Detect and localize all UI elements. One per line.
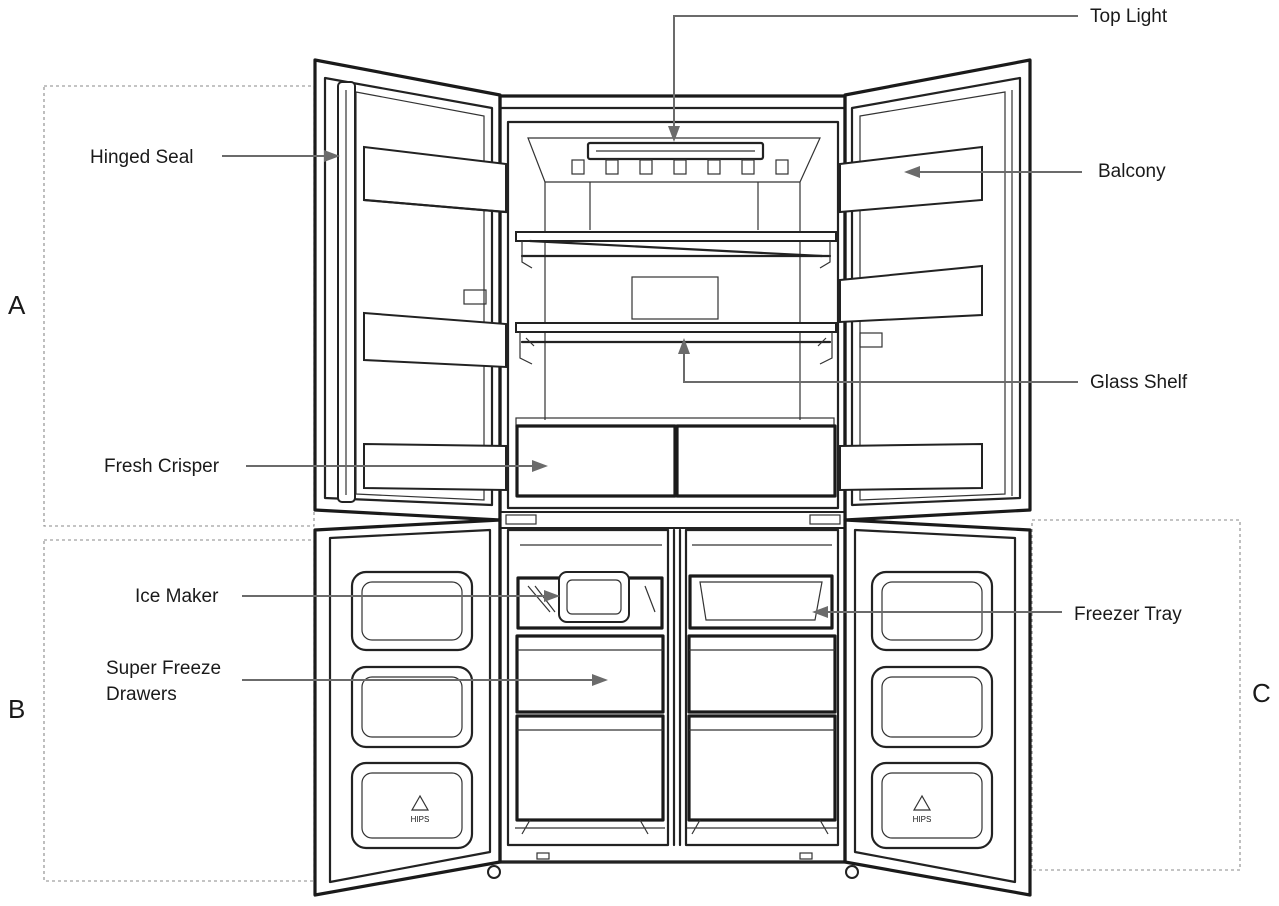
label-freezer-tray: Freezer Tray [1074, 604, 1182, 625]
section-label-a: A [8, 290, 26, 320]
left-door-recycle-mark: HIPS [411, 815, 430, 824]
refrigerator-cabinet [487, 94, 859, 879]
glass-shelves [515, 231, 837, 365]
section-c-boundary [1031, 519, 1241, 871]
right-door-recycle-mark: HIPS [913, 815, 932, 824]
label-balcony: Balcony [1098, 161, 1166, 182]
left-fridge-door [313, 58, 502, 522]
fresh-crisper-drawers [515, 417, 837, 498]
label-super-freeze-line1: Super Freeze [106, 658, 221, 679]
label-super-freeze-line2: Drawers [106, 684, 177, 705]
freezer-tray-unit [688, 574, 834, 630]
section-a-boundary [43, 85, 315, 527]
label-top-light: Top Light [1090, 6, 1168, 27]
left-door-balconies [362, 145, 508, 492]
label-fresh-crisper: Fresh Crisper [104, 456, 220, 477]
left-freezer-door: HIPS [313, 518, 502, 897]
label-hinged-seal: Hinged Seal [90, 147, 194, 168]
right-door-balconies [839, 145, 983, 492]
super-freeze-drawers [515, 634, 837, 835]
right-fridge-door [843, 58, 1032, 522]
section-label-b: B [8, 694, 25, 724]
right-freezer-door: HIPS [843, 518, 1032, 897]
leader-arrows [222, 15, 1082, 686]
label-glass-shelf: Glass Shelf [1090, 372, 1188, 393]
ice-maker-unit [516, 571, 664, 630]
section-label-c: C [1252, 678, 1271, 708]
top-light-fixture [571, 141, 789, 175]
label-ice-maker: Ice Maker [135, 586, 219, 607]
